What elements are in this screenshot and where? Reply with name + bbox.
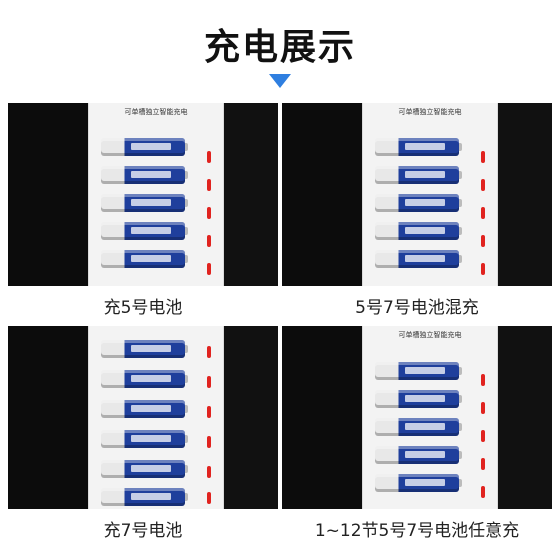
panel-aaa-batteries bbox=[8, 326, 278, 509]
battery-icon bbox=[375, 222, 462, 240]
battery-icon bbox=[375, 418, 462, 436]
indicator-led-icon bbox=[207, 235, 211, 247]
battery-icon bbox=[375, 166, 462, 184]
indicator-led-icon bbox=[481, 263, 485, 275]
panel-mixed-batteries: 可单槽独立智能充电 bbox=[282, 103, 552, 286]
background-dark bbox=[496, 103, 552, 286]
charger-label: 可单槽独立智能充电 bbox=[124, 108, 188, 116]
background-dark bbox=[282, 326, 362, 509]
battery-icon bbox=[375, 194, 462, 212]
background-dark bbox=[496, 326, 552, 509]
indicator-led-icon bbox=[481, 207, 485, 219]
indicator-led-icon bbox=[207, 376, 211, 388]
indicator-led-icon bbox=[481, 430, 485, 442]
indicator-led-icon bbox=[481, 235, 485, 247]
indicator-led-icon bbox=[207, 151, 211, 163]
battery-icon bbox=[101, 460, 188, 478]
battery-icon bbox=[375, 250, 462, 268]
battery-icon bbox=[375, 446, 462, 464]
charger-label: 可单槽独立智能充电 bbox=[398, 331, 462, 339]
indicator-led-icon bbox=[481, 458, 485, 470]
indicator-led-icon bbox=[481, 179, 485, 191]
battery-icon bbox=[375, 138, 462, 156]
charger-image: 可单槽独立智能充电 bbox=[88, 103, 224, 286]
indicator-led-icon bbox=[207, 263, 211, 275]
background-dark bbox=[8, 103, 88, 286]
background-dark bbox=[222, 326, 278, 509]
background-dark bbox=[8, 326, 88, 509]
indicator-led-icon bbox=[481, 374, 485, 386]
indicator-led-icon bbox=[207, 406, 211, 418]
battery-icon bbox=[101, 222, 188, 240]
battery-icon bbox=[101, 166, 188, 184]
indicator-led-icon bbox=[207, 207, 211, 219]
battery-icon bbox=[375, 362, 462, 380]
charger-image: 可单槽独立智能充电 bbox=[362, 103, 498, 286]
indicator-led-icon bbox=[481, 151, 485, 163]
indicator-led-icon bbox=[207, 436, 211, 448]
battery-icon bbox=[101, 340, 188, 358]
battery-icon bbox=[101, 194, 188, 212]
indicator-led-icon bbox=[207, 346, 211, 358]
indicator-led-icon bbox=[207, 179, 211, 191]
battery-icon bbox=[375, 474, 462, 492]
indicator-led-icon bbox=[207, 466, 211, 478]
charger-image bbox=[88, 326, 224, 509]
battery-icon bbox=[101, 250, 188, 268]
charger-image: 可单槽独立智能充电 bbox=[362, 326, 498, 509]
background-dark bbox=[282, 103, 362, 286]
battery-icon bbox=[101, 488, 188, 506]
battery-icon bbox=[101, 138, 188, 156]
battery-icon bbox=[101, 430, 188, 448]
indicator-led-icon bbox=[207, 492, 211, 504]
panel-any-batteries: 可单槽独立智能充电 bbox=[282, 326, 552, 509]
panel-caption: 5号7号电池混充 bbox=[355, 298, 479, 318]
panel-caption: 充7号电池 bbox=[103, 521, 183, 541]
indicator-led-icon bbox=[481, 402, 485, 414]
panel-aa-batteries: 可单槽独立智能充电 bbox=[8, 103, 278, 286]
panel-caption: 1~12节5号7号电池任意充 bbox=[314, 521, 520, 541]
page-title: 充电展示 bbox=[203, 27, 356, 68]
battery-icon bbox=[101, 370, 188, 388]
down-arrow-icon bbox=[269, 74, 291, 88]
battery-icon bbox=[101, 400, 188, 418]
indicator-led-icon bbox=[481, 486, 485, 498]
charger-label: 可单槽独立智能充电 bbox=[398, 108, 462, 116]
panel-caption: 充5号电池 bbox=[103, 298, 183, 318]
background-dark bbox=[222, 103, 278, 286]
battery-icon bbox=[375, 390, 462, 408]
